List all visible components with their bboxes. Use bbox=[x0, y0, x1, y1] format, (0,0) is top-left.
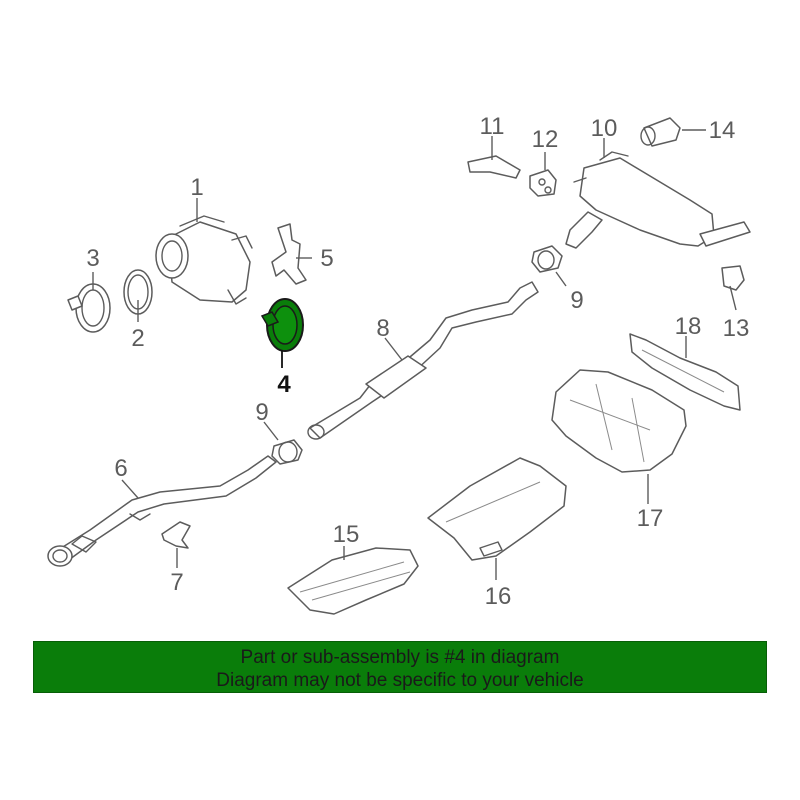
callout-numbers: 1 2 3 4 5 6 7 8 9 9 10 11 12 13 14 15 16… bbox=[86, 113, 749, 610]
part-6-front-pipe bbox=[47, 455, 277, 567]
part-5-bracket bbox=[271, 223, 307, 285]
callout-11[interactable]: 11 bbox=[480, 113, 505, 140]
callout-13[interactable]: 13 bbox=[723, 315, 750, 342]
part-11-bracket bbox=[467, 155, 521, 179]
banner-line-1: Part or sub-assembly is #4 in diagram bbox=[240, 647, 560, 668]
leader-13 bbox=[729, 285, 737, 311]
callout-1[interactable]: 1 bbox=[190, 174, 203, 201]
callout-4[interactable]: 4 bbox=[277, 371, 291, 398]
part-18-heat-shield bbox=[629, 333, 741, 411]
callout-6[interactable]: 6 bbox=[114, 455, 127, 482]
callout-10[interactable]: 10 bbox=[591, 115, 618, 142]
part-16-heat-shield bbox=[427, 457, 567, 561]
callout-2[interactable]: 2 bbox=[131, 325, 144, 352]
callout-7[interactable]: 7 bbox=[170, 569, 183, 596]
part-14-tailpipe-tip bbox=[640, 117, 681, 147]
callout-12[interactable]: 12 bbox=[532, 126, 559, 153]
callout-18[interactable]: 18 bbox=[675, 313, 702, 340]
part-13-plug bbox=[721, 265, 745, 291]
part-10-muffler bbox=[565, 151, 751, 249]
leader-8 bbox=[384, 337, 403, 361]
callout-5[interactable]: 5 bbox=[320, 245, 333, 272]
callout-8[interactable]: 8 bbox=[376, 315, 389, 342]
part-7-hanger bbox=[161, 521, 191, 549]
part-3-clamp bbox=[67, 283, 111, 333]
leader-6 bbox=[121, 479, 139, 499]
callout-14[interactable]: 14 bbox=[709, 117, 736, 144]
leader-9a bbox=[263, 421, 279, 441]
part-4-clamp-highlighted[interactable] bbox=[260, 298, 304, 352]
leader-lines bbox=[92, 129, 737, 580]
callout-17[interactable]: 17 bbox=[637, 505, 664, 532]
banner-line-2: Diagram may not be specific to your vehi… bbox=[216, 670, 584, 691]
part-9-clamp-lower bbox=[271, 439, 303, 465]
part-8-intermediate-pipe bbox=[307, 281, 539, 440]
callout-9a[interactable]: 9 bbox=[255, 399, 268, 426]
callout-16[interactable]: 16 bbox=[485, 583, 512, 610]
part-17-heat-shield bbox=[551, 369, 687, 473]
part-15-heat-shield bbox=[287, 547, 419, 615]
part-9-clamp-upper bbox=[531, 245, 563, 273]
callout-3[interactable]: 3 bbox=[86, 245, 99, 272]
part-1-converter bbox=[155, 215, 253, 305]
info-banner: Part or sub-assembly is #4 in diagram Di… bbox=[33, 641, 767, 693]
part-12-bracket bbox=[529, 169, 557, 197]
leader-9b bbox=[555, 271, 567, 287]
callout-15[interactable]: 15 bbox=[333, 521, 360, 548]
callout-9b[interactable]: 9 bbox=[570, 287, 583, 314]
